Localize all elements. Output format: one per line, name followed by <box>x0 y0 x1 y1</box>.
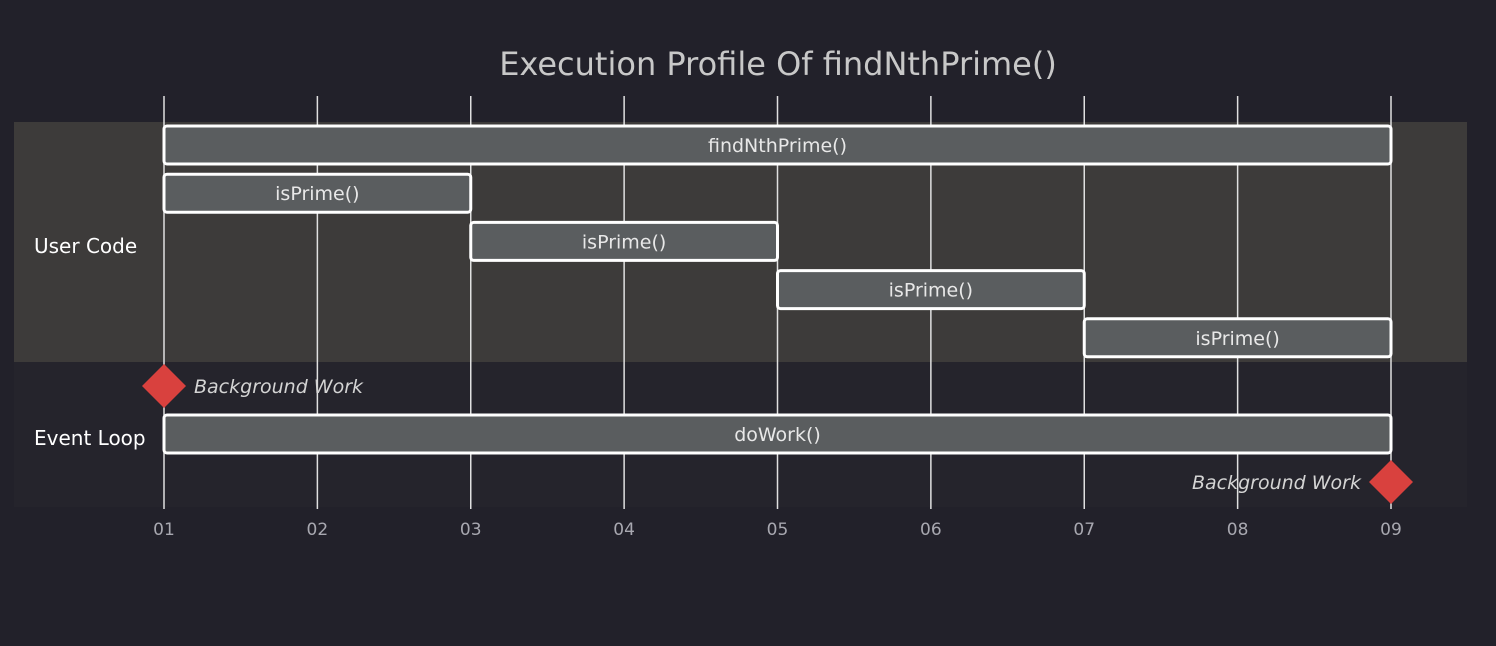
task-bar-6 <box>162 413 1393 455</box>
milestone-label-5: Background Work <box>194 376 364 398</box>
task-bar-2 <box>469 220 779 262</box>
task-bar-0 <box>162 124 1393 166</box>
task-label-4: isPrime() <box>1195 328 1279 350</box>
tick-label-06: 06 <box>920 520 942 540</box>
tick-label-02: 02 <box>307 520 329 540</box>
tick-label-04: 04 <box>613 520 635 540</box>
tick-label-03: 03 <box>460 520 482 540</box>
task-bar-4 <box>1082 317 1393 359</box>
section-label-user-code: User Code <box>34 234 137 258</box>
x-axis-ticks: 01 02 03 04 05 06 07 08 09 <box>153 520 1402 540</box>
tick-label-05: 05 <box>767 520 789 540</box>
tick-label-08: 08 <box>1227 520 1249 540</box>
chart-title: Execution Profile Of findNthPrime() <box>499 45 1057 83</box>
tick-label-07: 07 <box>1073 520 1095 540</box>
task-label-3: isPrime() <box>889 280 973 302</box>
section-label-event-loop: Event Loop <box>34 426 146 450</box>
task-bar-1 <box>162 172 473 214</box>
task-label-6: doWork() <box>734 424 821 446</box>
tasks: findNthPrime() isPrime() isPrime() isPrime(… <box>142 124 1413 504</box>
task-label-0: findNthPrime() <box>708 135 847 157</box>
tick-label-09: 09 <box>1380 520 1402 540</box>
task-bar-3 <box>776 269 1086 311</box>
task-label-2: isPrime() <box>582 231 666 253</box>
task-label-1: isPrime() <box>275 183 359 205</box>
milestone-label-7: Background Work <box>1192 472 1362 494</box>
milestone-diamond-5 <box>142 364 186 408</box>
milestone-diamond-7 <box>1369 460 1413 504</box>
tick-label-01: 01 <box>153 520 175 540</box>
